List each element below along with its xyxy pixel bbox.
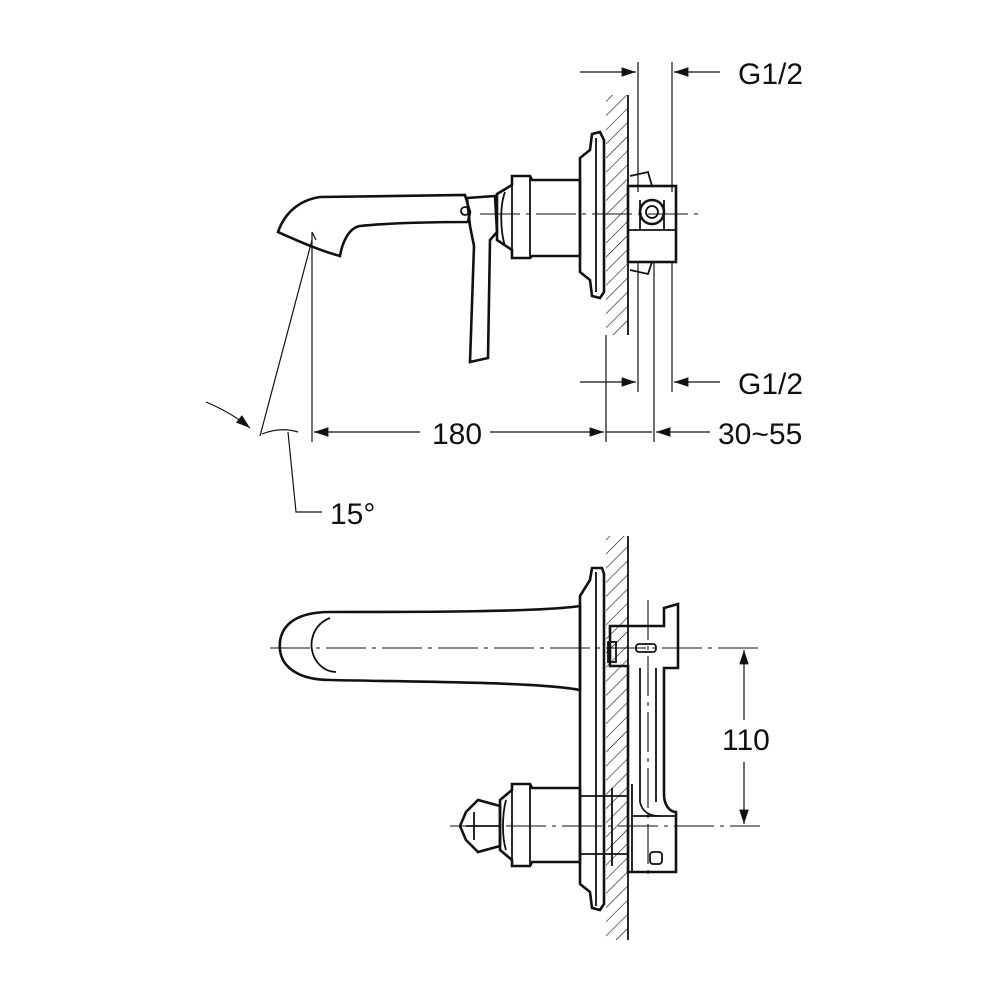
- angle-label: 15°: [330, 498, 375, 531]
- dim-180: 180 30~55: [311, 232, 802, 451]
- in-wall-box-side: [626, 170, 678, 276]
- wall-section-side: [606, 95, 629, 335]
- spout-projection-label: 180: [432, 418, 482, 451]
- center-distance-label: 110: [722, 724, 770, 757]
- top-view: 110: [270, 536, 770, 940]
- thread-bottom-label: G1/2: [738, 368, 803, 401]
- dim-g12-top: G1/2: [580, 58, 803, 192]
- valve-body-top: [498, 782, 628, 868]
- escutcheon-top: [578, 566, 606, 912]
- valve-body-side: [495, 174, 582, 260]
- thread-top-label: G1/2: [738, 58, 803, 91]
- dim-110: 110: [722, 650, 770, 824]
- lever-handle-side: [460, 194, 499, 364]
- spout-top: [278, 604, 582, 692]
- wall-section-top: [606, 536, 629, 940]
- dim-g12-bottom: G1/2: [580, 262, 803, 401]
- escutcheon-side: [578, 130, 606, 300]
- dim-angle: 15°: [205, 239, 375, 531]
- spout-side: [276, 193, 472, 258]
- wall-depth-label: 30~55: [718, 418, 802, 451]
- side-view: G1/2 G1/2 180 30~55 15°: [205, 58, 803, 531]
